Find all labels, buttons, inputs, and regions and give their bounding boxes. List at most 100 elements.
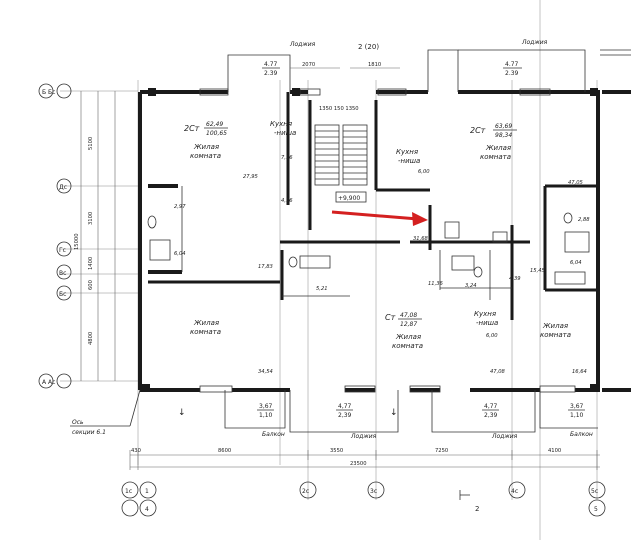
interior-walls bbox=[142, 88, 598, 392]
axis-circle-bc bbox=[56, 83, 72, 99]
room1-area-bottom: 100,65 bbox=[206, 130, 227, 137]
room5-name-1: Жилая bbox=[542, 322, 568, 330]
kitchen3-line-2: -ниша bbox=[476, 319, 498, 327]
dim-total: 23500 bbox=[350, 461, 367, 467]
axis-note-line-1: Ось bbox=[72, 419, 84, 426]
left-axis-markers: Б Бс Дс Гс Вс Бс А Ас 5100 3100 15000 14… bbox=[38, 83, 116, 389]
bottom-win3-top: 4,77 bbox=[484, 403, 498, 410]
left-dim-4: 600 bbox=[88, 280, 94, 290]
area-47-05: 47,05 bbox=[568, 180, 584, 186]
door-arrow-mid-icon: ↓ bbox=[390, 408, 398, 418]
area-4-39: 4,39 bbox=[509, 276, 521, 282]
room3-name-1: Жилая bbox=[193, 319, 219, 327]
red-arrow bbox=[331, 210, 428, 226]
room4-area-bottom: 12,87 bbox=[400, 321, 417, 328]
area-31-68: 31,68 bbox=[413, 236, 429, 242]
bottom-win2-top: 4,77 bbox=[338, 403, 352, 410]
room1-name-1: Жилая bbox=[193, 143, 219, 151]
axis-note-line-2: секции 6.1 bbox=[72, 429, 106, 436]
room3-name-2: комната bbox=[190, 328, 221, 336]
left-dim-2: 15000 bbox=[74, 233, 80, 250]
top-section-mark: 2 (20) bbox=[358, 43, 379, 51]
room4-name-2: комната bbox=[392, 342, 423, 350]
bottom-axis-markers: 1с 1 4 2с 3с 4с 5с 5 bbox=[121, 481, 606, 517]
dim-7250: 7250 bbox=[435, 448, 448, 454]
axis-bottom-6: 5с bbox=[591, 488, 598, 495]
door-arrow-left-icon: ↓ bbox=[178, 408, 186, 418]
kitchen1-line-2: -ниша bbox=[274, 129, 296, 137]
top-win-left-top: 4.77 bbox=[264, 61, 278, 68]
kitchen2-line-2: -ниша bbox=[398, 157, 420, 165]
kitchen3-line-1: Кухня bbox=[474, 310, 496, 318]
axis-label-v: Вс bbox=[59, 270, 66, 277]
axis-bottom-7: 5 bbox=[594, 506, 598, 513]
stair-dims: 1350 150 1350 bbox=[319, 106, 359, 112]
room2-area-top: 63,69 bbox=[495, 123, 512, 130]
area-47-08: 47,08 bbox=[490, 369, 506, 375]
left-dim-3: 1400 bbox=[88, 257, 94, 270]
loggia-label-right: Лоджия bbox=[491, 433, 518, 440]
right-axis-markers bbox=[600, 49, 631, 392]
level-mark: +9,900 bbox=[338, 195, 360, 202]
bottom-win4-bottom: 1,10 bbox=[570, 412, 584, 419]
axis-label-bc: Бс bbox=[59, 291, 66, 298]
area-27-95: 27,95 bbox=[243, 174, 259, 180]
left-dim-0: 5100 bbox=[88, 137, 94, 150]
room5-name-2: комната bbox=[540, 331, 571, 339]
axis-label-a: А Ас bbox=[42, 379, 55, 386]
area-4-16: 4,16 bbox=[281, 198, 293, 204]
area-17-83: 17,83 bbox=[258, 264, 273, 270]
axis-bottom-2: 4 bbox=[145, 506, 149, 513]
room-labels: 2Ст 62,49 100,65 Жилая комната Кухня -ни… bbox=[174, 120, 590, 375]
left-dim-1: 3100 bbox=[88, 212, 94, 225]
top-loggia-label-right: Лоджия bbox=[521, 39, 548, 46]
room2-name-2: комната bbox=[480, 153, 511, 161]
bottom-win1-bottom: 1,10 bbox=[259, 412, 273, 419]
room1-area-top: 62,49 bbox=[206, 121, 223, 128]
area-3-24: 3,24 bbox=[465, 283, 477, 289]
outer-walls bbox=[138, 90, 600, 392]
axis-label-b: Б Бс bbox=[42, 89, 55, 96]
area-6-04-right: 6,04 bbox=[570, 260, 582, 266]
room4-code: Ст bbox=[385, 313, 396, 322]
dim-4100: 4100 bbox=[548, 448, 561, 454]
top-dim-2070: 2070 bbox=[302, 62, 315, 68]
area-2-88: 2,88 bbox=[578, 217, 590, 223]
area-34-54: 34,54 bbox=[258, 369, 273, 375]
kitchen3-area: 6,00 bbox=[486, 333, 498, 339]
dim-430: 430 bbox=[131, 448, 141, 454]
axis-bottom-1: 1 bbox=[145, 488, 149, 495]
top-win-right-bottom: 2.39 bbox=[505, 70, 519, 77]
bottom-section-mark: 2 bbox=[475, 505, 479, 513]
staircase: 1350 150 1350 +9,900 bbox=[314, 106, 368, 203]
bottom-win2-bottom: 2,39 bbox=[338, 412, 352, 419]
room2-area-bottom: 98,34 bbox=[495, 132, 512, 139]
area-7-16: 7,16 bbox=[281, 155, 293, 161]
top-win-left-bottom: 2.39 bbox=[264, 70, 278, 77]
left-dim-5: 4800 bbox=[88, 332, 94, 345]
top-loggia-label-left: Лоджия bbox=[289, 41, 316, 48]
axis-circle-b bbox=[38, 83, 54, 99]
area-15-45: 15,45 bbox=[530, 268, 546, 274]
area-6-04-left: 6,04 bbox=[174, 251, 186, 257]
balcony-label-right: Балкон bbox=[570, 431, 593, 438]
top-win-right-top: 4.77 bbox=[505, 61, 519, 68]
kitchen2-line-1: Кухня bbox=[396, 148, 418, 156]
room4-name-1: Жилая bbox=[395, 333, 421, 341]
axis-label-g: Гс bbox=[59, 247, 66, 254]
bottom-win1-top: 3,67 bbox=[259, 403, 273, 410]
bottom-loggias: ↓ ↓ 3,67 1,10 4,77 2,39 4,77 2,39 3,67 1… bbox=[70, 385, 598, 440]
dim-8600: 8600 bbox=[218, 448, 231, 454]
axis-bottom-4: 3с bbox=[370, 488, 377, 495]
axis-bottom-3: 2с bbox=[302, 488, 309, 495]
bottom-dimensions: 430 8600 3550 7250 4100 23500 2 bbox=[129, 448, 600, 513]
room1-code: 2Ст bbox=[184, 124, 200, 133]
bottom-win3-bottom: 2,39 bbox=[484, 412, 498, 419]
room4-area-top: 47,08 bbox=[400, 312, 417, 319]
fixtures bbox=[147, 212, 590, 285]
room1-name-2: комната bbox=[190, 152, 221, 160]
balcony-label-left: Балкон bbox=[262, 431, 285, 438]
dim-3550: 3550 bbox=[330, 448, 343, 454]
kitchen1-line-1: Кухня bbox=[270, 120, 292, 128]
